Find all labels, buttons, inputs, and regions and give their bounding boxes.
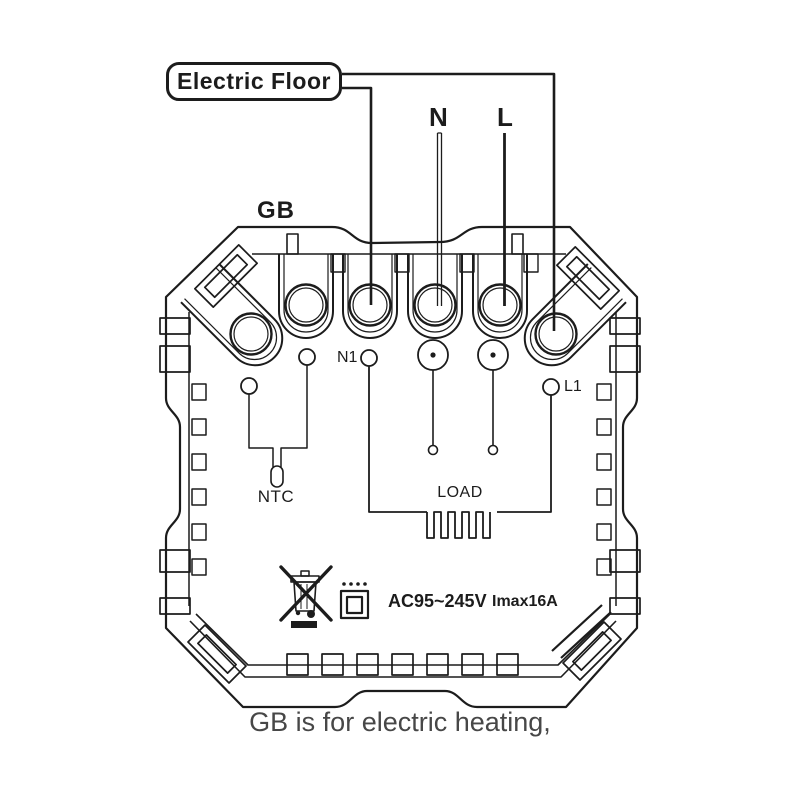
weee-crossed-out-bin-icon [279,565,333,628]
current-rating-label: Imax16A [492,593,558,610]
heating-element-symbol [426,511,491,539]
bottom-tab-row [286,653,519,676]
corner-brackets [187,244,622,684]
device-body-outline [164,225,639,709]
terminal-clamp-angled [523,263,627,367]
wire-label-neutral: N [429,102,448,132]
terminal-clamp [472,254,528,339]
voltage-rating-label: AC95~245V [388,591,487,611]
standard-label: GB [257,197,295,224]
wire-to-right-terminal [342,72,556,331]
wire-neutral [436,132,443,306]
terminal-clamp-angled [180,263,284,367]
source-label: Electric Floor [177,68,331,94]
terminal-label-l1: L1 [564,378,582,395]
ntc-sensor-circuit [240,348,316,488]
side-tab-columns [191,383,612,576]
side-clips [159,317,641,615]
class-ii-double-insulation-icon [339,582,370,620]
terminal-clamp [278,254,334,339]
source-label-box: Electric Floor [166,62,342,101]
terminal-label-n1: N1 [337,349,358,366]
sensor-label: NTC [257,487,295,506]
wire-to-left-terminal [342,86,373,305]
load-circuit [360,349,560,539]
relay-contacts [417,339,509,456]
caption-text: GB is for electric heating, [249,707,551,737]
supply-wires [342,72,556,331]
load-label: LOAD [437,484,483,501]
terminal-clamp [407,254,463,339]
wire-label-live: L [497,102,513,132]
